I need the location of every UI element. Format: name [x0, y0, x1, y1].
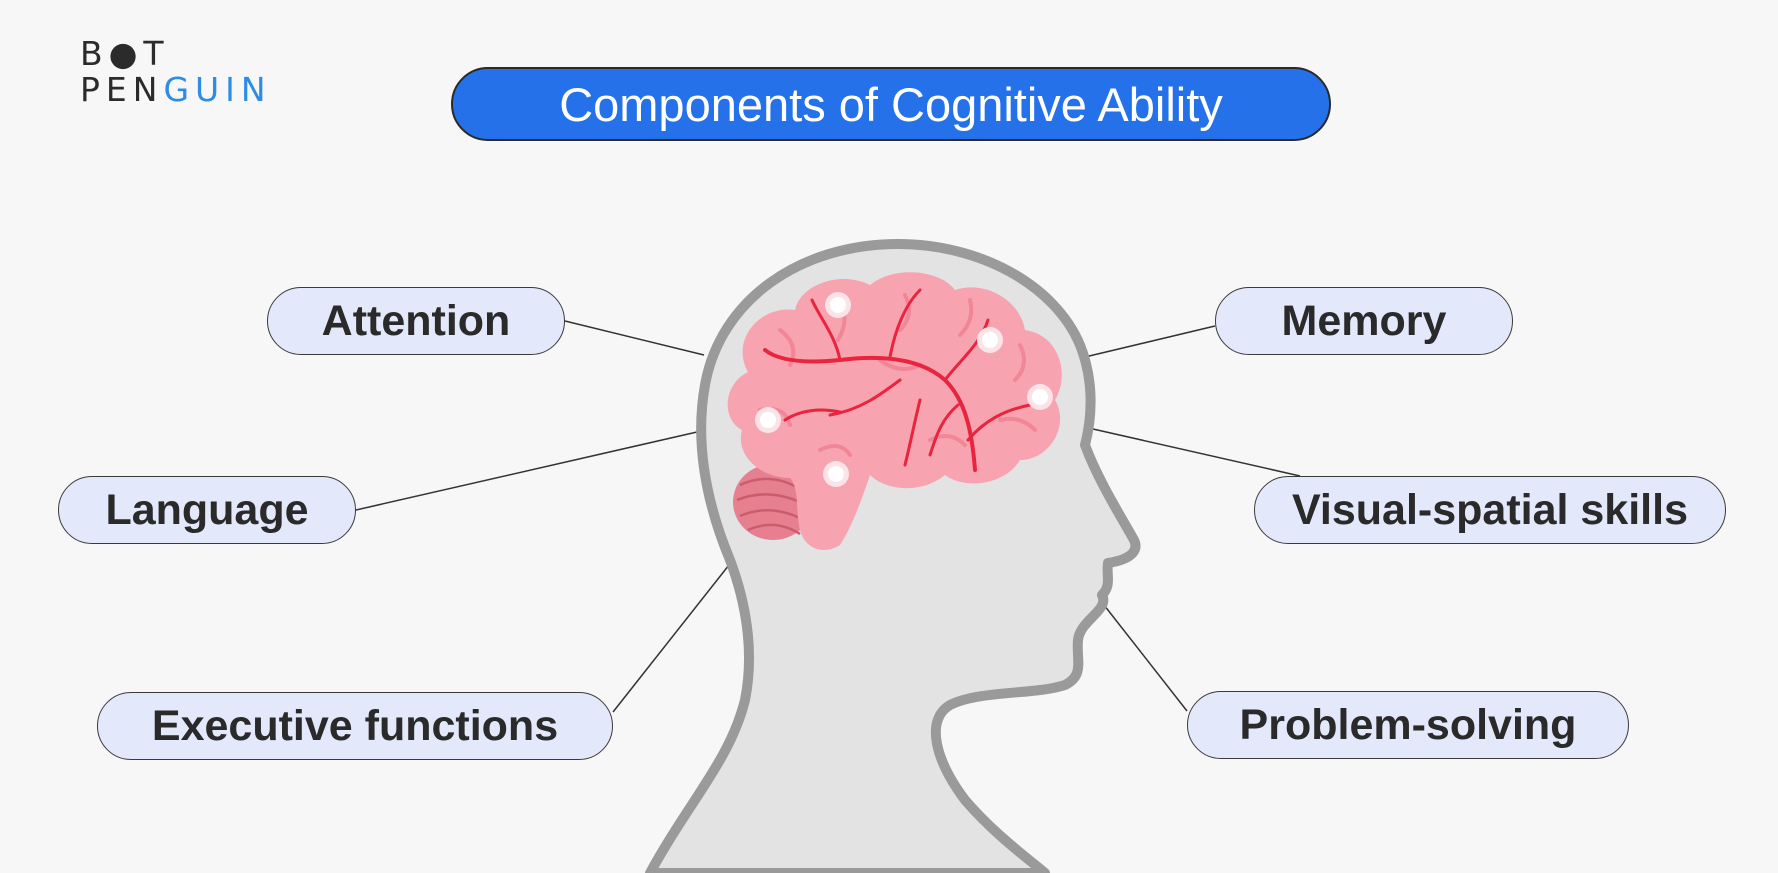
logo-guin: GUIN	[163, 70, 272, 109]
label-language: Language	[58, 476, 356, 544]
logo-line-1: B●T	[80, 34, 170, 73]
botpenguin-logo: B●T PENGUIN	[80, 36, 272, 108]
connector-language	[355, 431, 698, 511]
connector-executive	[612, 564, 730, 713]
diagram-title: Components of Cognitive Ability	[451, 67, 1331, 141]
label-memory: Memory	[1215, 287, 1513, 355]
connector-problem	[1103, 604, 1188, 712]
logo-pen: PEN	[80, 70, 164, 109]
brain-veins	[763, 288, 1032, 472]
logo-line-2: PENGUIN	[80, 72, 272, 108]
label-problem-solving: Problem-solving	[1187, 691, 1629, 759]
label-visual-spatial-skills: Visual-spatial skills	[1254, 476, 1726, 544]
brain-nodes	[755, 292, 1053, 487]
cerebellum	[733, 464, 813, 540]
connector-memory	[1084, 325, 1216, 358]
label-executive-functions: Executive functions	[97, 692, 613, 760]
connector-lines	[355, 320, 1301, 713]
label-attention: Attention	[267, 287, 565, 355]
connector-visual	[1092, 428, 1301, 477]
brain	[727, 272, 1062, 550]
connector-attention	[564, 320, 705, 356]
